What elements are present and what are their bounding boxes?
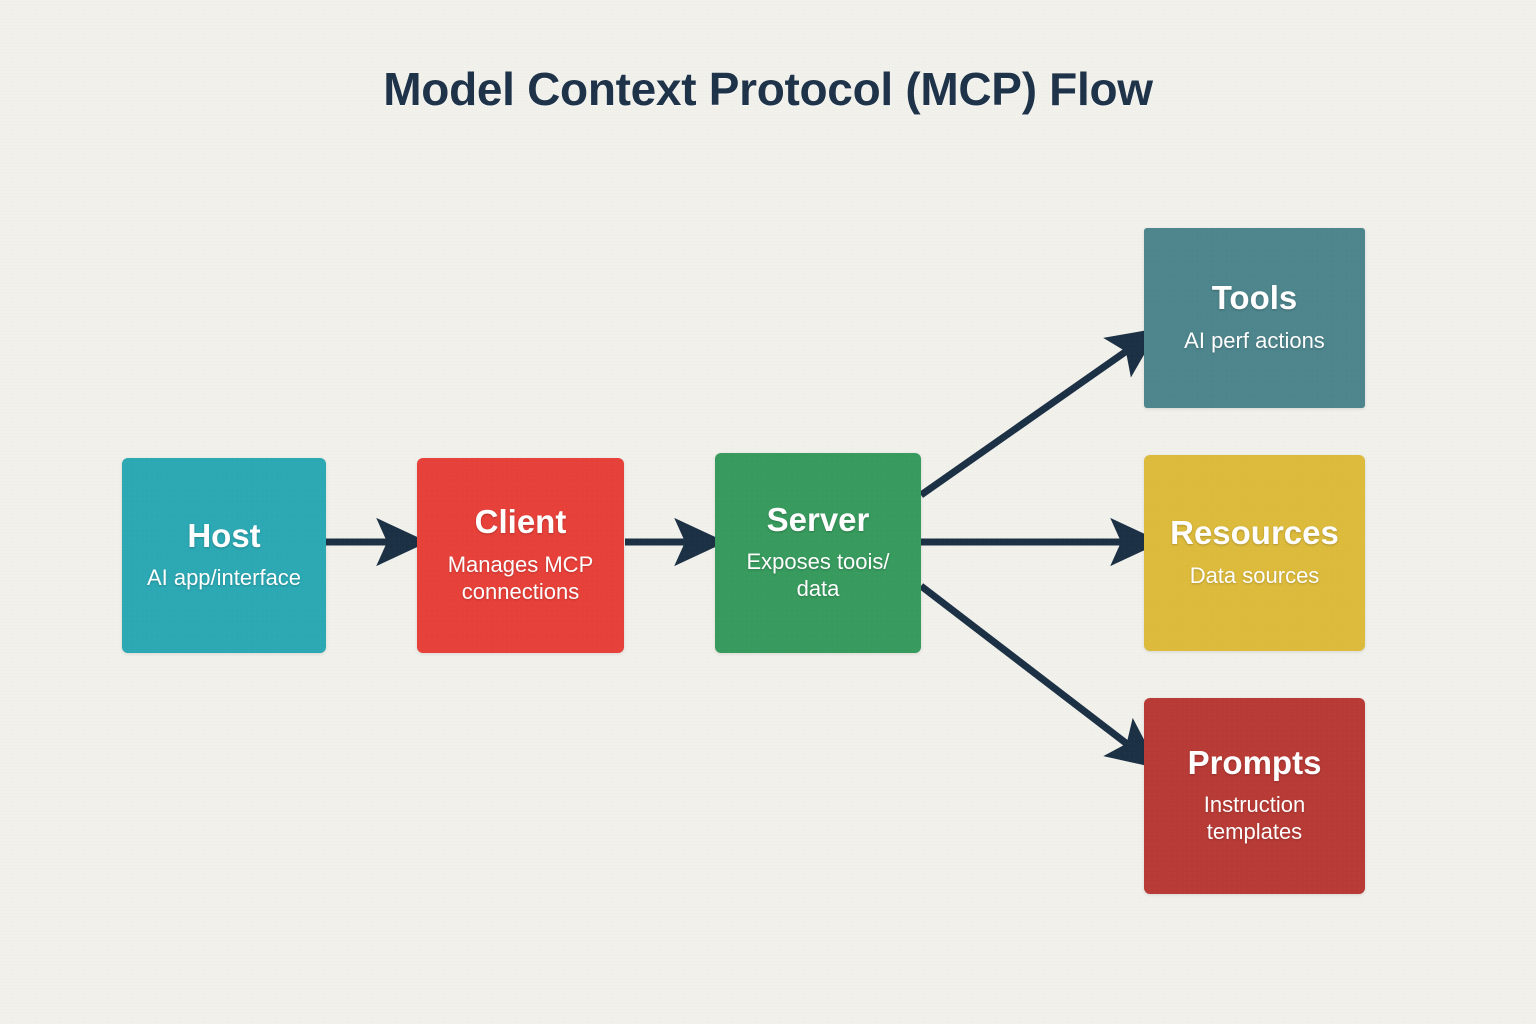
node-tools[interactable]: Tools AI perf actions xyxy=(1144,228,1365,408)
node-server-title: Server xyxy=(766,500,870,538)
node-client-title: Client xyxy=(474,503,567,541)
node-host-title: Host xyxy=(187,516,261,554)
node-client[interactable]: Client Manages MCP connections xyxy=(417,458,624,653)
node-host-subtitle: AI app/interface xyxy=(146,565,302,591)
node-client-subtitle: Manages MCP connections xyxy=(447,551,594,604)
node-prompts-title: Prompts xyxy=(1187,743,1322,781)
node-server[interactable]: Server Exposes toois/ data xyxy=(715,453,921,653)
node-resources[interactable]: Resources Data sources xyxy=(1144,455,1365,651)
node-server-subtitle: Exposes toois/ data xyxy=(746,549,890,602)
node-resources-title: Resources xyxy=(1170,514,1339,552)
page-title: Model Context Protocol (MCP) Flow xyxy=(383,63,1153,115)
node-prompts[interactable]: Prompts Instruction templates xyxy=(1144,698,1365,894)
node-resources-subtitle: Data sources xyxy=(1189,562,1320,588)
arrow-server-to-tools xyxy=(918,327,1160,498)
arrow-server-to-prompts xyxy=(918,583,1160,769)
node-prompts-subtitle: Instruction templates xyxy=(1203,792,1306,845)
node-tools-title: Tools xyxy=(1211,279,1298,317)
node-tools-subtitle: AI perf actions xyxy=(1184,327,1325,353)
node-host[interactable]: Host AI app/interface xyxy=(122,458,326,653)
